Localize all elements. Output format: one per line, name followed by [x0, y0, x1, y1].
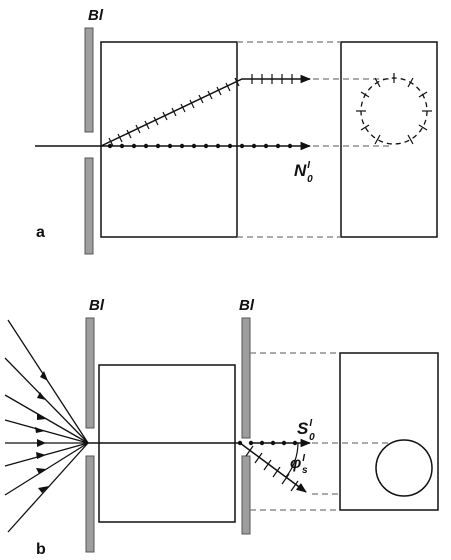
screen-box-b — [339, 352, 439, 511]
extraordinary-ray-ticks-b — [245, 445, 299, 492]
aperture-upper-a — [84, 27, 94, 133]
screen-circle-b — [375, 439, 433, 497]
ordinary-ray-dots-b — [237, 440, 298, 446]
projection-lines-a — [237, 41, 392, 238]
panel-label-b: b — [36, 541, 46, 558]
aperture-lower-a — [84, 157, 94, 255]
aperture-left-label-b: Bl — [89, 297, 105, 314]
extraordinary-ray-b — [239, 442, 307, 493]
aperture-right-lower-b — [241, 455, 251, 535]
extraordinary-ray-ticks-a — [108, 74, 293, 147]
crystal-box-a — [100, 41, 238, 238]
aperture-left-lower-b — [85, 455, 95, 553]
circle-ticks-a — [356, 73, 432, 145]
aperture-right-label-b: Bl — [239, 297, 255, 314]
screen-box-a — [340, 41, 438, 238]
panel-label-a: a — [36, 224, 45, 241]
converging-rays-b — [4, 319, 89, 533]
extraordinary-ray-a — [100, 74, 312, 147]
aperture-right-upper-b — [241, 317, 251, 439]
projection-lines-b — [250, 352, 392, 511]
panel-b: Bl Bl — [4, 297, 439, 558]
converging-arrowheads-b — [35, 371, 49, 493]
panel-a: Bl — [35, 7, 438, 255]
aperture-label-a: Bl — [88, 7, 104, 24]
angle-arc-b — [285, 442, 299, 478]
aperture-left-upper-b — [85, 317, 95, 429]
extraordinary-circle-a — [360, 77, 428, 145]
ordinary-ray-dots-a — [107, 143, 293, 149]
